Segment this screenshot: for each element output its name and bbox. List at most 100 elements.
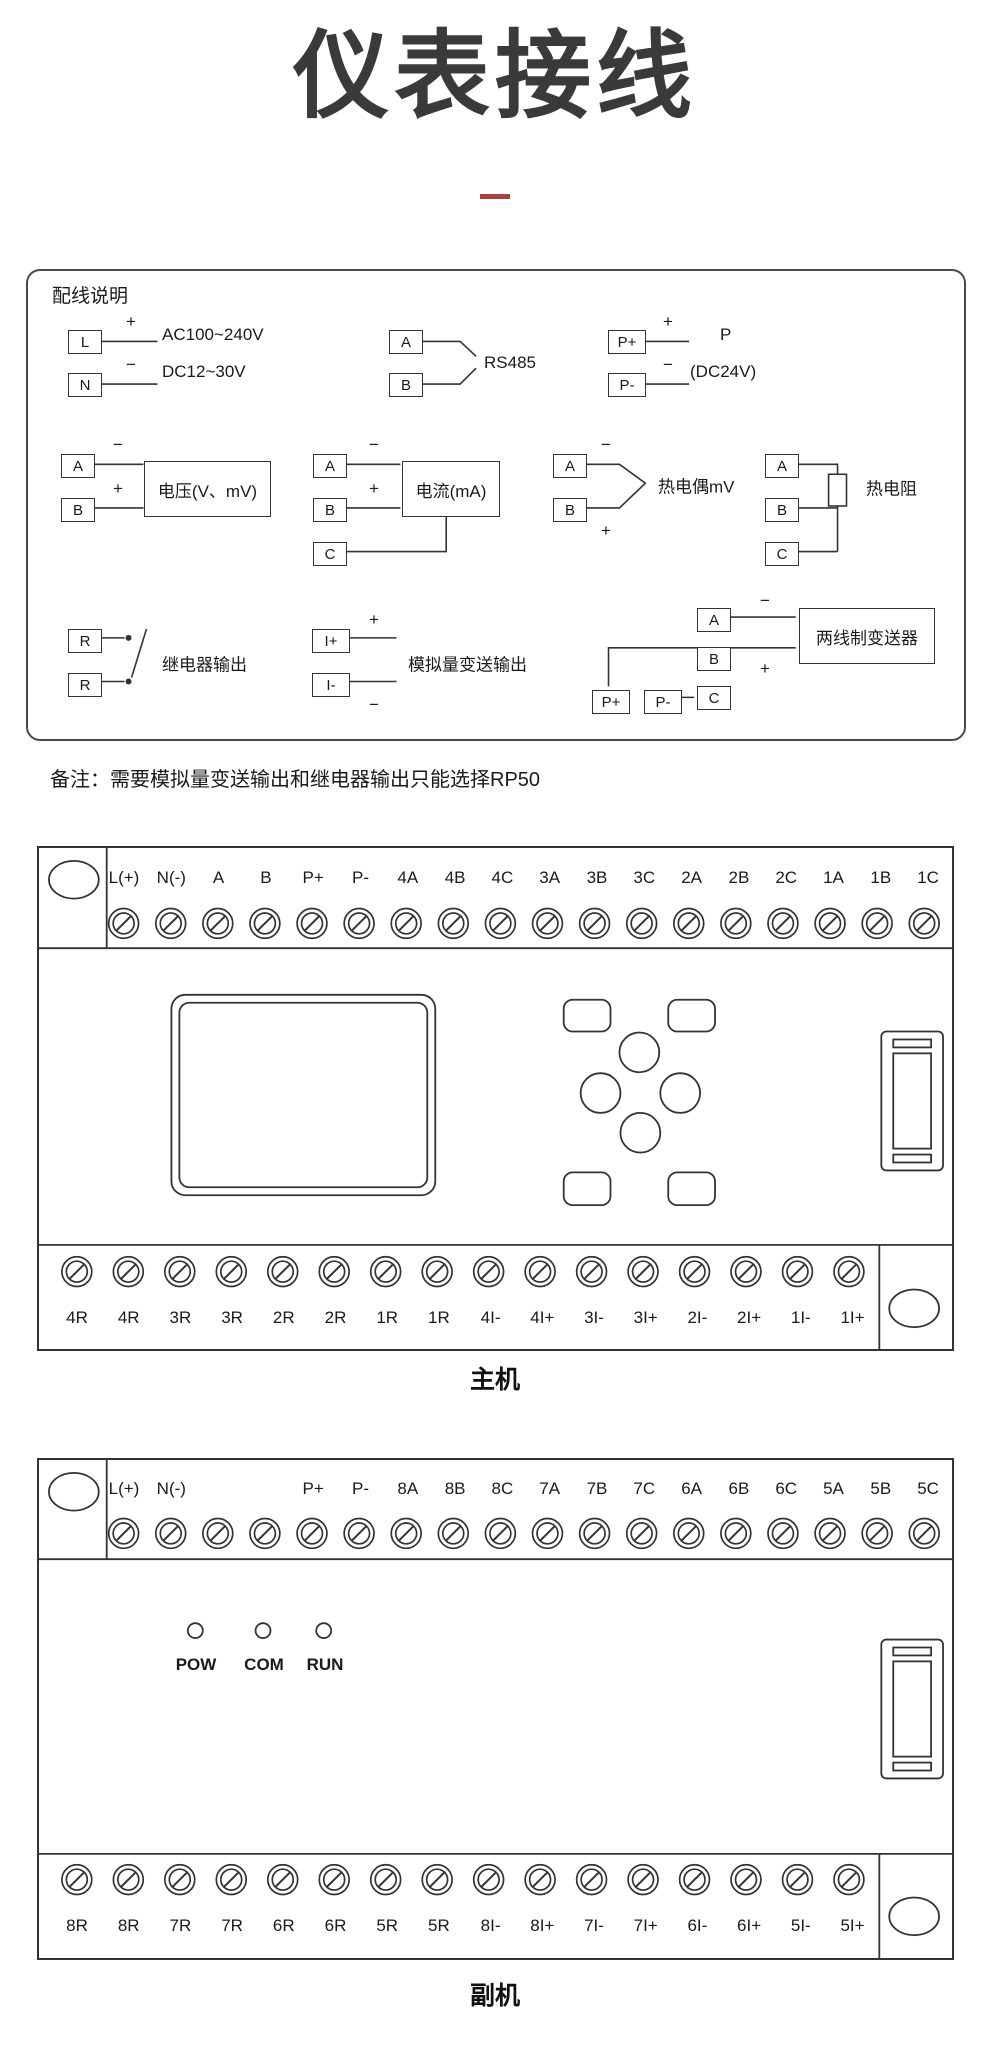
terminal-label: POW	[175, 1655, 217, 1674]
analog-output-label: 模拟量变送输出	[408, 655, 527, 675]
relay-output-label: 继电器输出	[162, 655, 247, 675]
terminal-label: P+	[302, 1479, 324, 1498]
terminal-label: 8C	[491, 1479, 514, 1498]
terminal-label: 2B	[728, 868, 750, 887]
terminal-label: 5C	[917, 1479, 939, 1498]
terminal-label: 1I+	[840, 1308, 865, 1327]
terminal-label: N(-)	[156, 1479, 186, 1498]
led-pow	[186, 1622, 204, 1639]
key-button	[667, 998, 716, 1033]
terminal-label: P-	[352, 1479, 369, 1498]
terminal-relay-r2: R	[68, 673, 102, 697]
terminal-psu-pplus: P+	[608, 330, 646, 354]
polarity-plus: +	[663, 312, 673, 331]
terminal-label: P-	[352, 868, 369, 887]
legend-title: 配线说明	[52, 286, 129, 307]
key-right	[659, 1072, 701, 1114]
terminal-ao-iminus: I-	[312, 673, 350, 697]
terminal-label: A	[212, 868, 225, 887]
terminal-label: 6R	[324, 1916, 347, 1935]
key-down	[619, 1111, 662, 1154]
terminal-label: 5B	[870, 1479, 892, 1498]
terminal-label: 7R	[169, 1916, 192, 1935]
terminal-label: 8A	[397, 1479, 419, 1498]
terminal-label: 5A	[823, 1479, 844, 1498]
polarity-plus: +	[760, 659, 770, 678]
terminal-psu-pminus: P-	[608, 373, 646, 397]
terminal-label: 2C	[775, 868, 798, 887]
display-screen	[178, 1001, 429, 1189]
polarity-minus: −	[760, 591, 770, 610]
mounting-hole	[48, 860, 100, 900]
key-up	[618, 1031, 661, 1074]
key-button	[562, 1171, 612, 1207]
wiring-lines	[94, 340, 848, 699]
terminal-label: 2I+	[737, 1308, 762, 1327]
terminal-screws-bottom	[61, 1255, 865, 1288]
terminal-label: 6R	[272, 1916, 295, 1935]
thermocouple-label: 热电偶mV	[658, 477, 735, 497]
polarity-plus: +	[113, 479, 123, 498]
mounting-hole	[888, 1896, 940, 1937]
terminal-label: 2A	[681, 868, 702, 887]
side-connector	[880, 1638, 944, 1780]
page-title: 仪表接线	[293, 23, 697, 130]
terminal-power-l: L	[68, 330, 102, 354]
side-connector	[880, 1030, 944, 1172]
note-text: 备注：需要模拟量变送输出和继电器输出只能选择RP50	[50, 769, 541, 791]
terminal-label: 6C	[775, 1479, 798, 1498]
terminal-relay-r1: R	[68, 629, 102, 653]
terminal-label: 4I-	[480, 1308, 501, 1327]
terminal-current-b: B	[313, 498, 347, 522]
terminal-label: 1I-	[790, 1308, 811, 1327]
polarity-plus: +	[369, 610, 379, 629]
terminal-rtd-a: A	[765, 454, 799, 478]
polarity-plus: +	[126, 312, 136, 331]
terminal-label: L(+)	[108, 1479, 140, 1498]
mounting-hole	[48, 1472, 100, 1512]
terminal-label: 7R	[221, 1916, 243, 1935]
led-run	[315, 1622, 333, 1639]
terminal-tx-c: C	[697, 686, 731, 710]
terminal-rs485-b: B	[389, 373, 423, 397]
terminal-rs485-a: A	[389, 330, 423, 354]
mounting-hole	[888, 1288, 940, 1329]
terminal-label: 7I+	[633, 1916, 658, 1935]
terminal-label: 7C	[633, 1479, 656, 1498]
terminal-label: 8R	[117, 1916, 140, 1935]
terminal-tx-pplus: P+	[592, 690, 630, 714]
terminal-label: 3R	[169, 1308, 192, 1327]
terminal-label: 1R	[376, 1308, 399, 1327]
terminal-screws-top	[107, 1517, 941, 1550]
resistor-symbol	[827, 473, 848, 507]
rs485-label: RS485	[484, 353, 536, 372]
terminal-label: 3I+	[633, 1308, 658, 1327]
terminal-tx-a: A	[697, 608, 731, 632]
terminal-label: 4R	[117, 1308, 140, 1327]
terminal-label: 7A	[539, 1479, 561, 1498]
terminal-screws-top	[107, 907, 941, 940]
terminal-label: 5I+	[840, 1916, 865, 1935]
terminal-label: 4C	[491, 868, 514, 887]
terminal-label: 2R	[272, 1308, 295, 1327]
terminal-rtd-c: C	[765, 542, 799, 566]
terminal-label: 5R	[376, 1916, 399, 1935]
current-input-box: 电流(mA)	[402, 461, 500, 517]
polarity-minus: −	[369, 695, 379, 714]
terminal-label: 8I+	[530, 1916, 555, 1935]
terminal-rtd-b: B	[765, 498, 799, 522]
psu-label: P	[720, 325, 732, 344]
terminal-label: 3R	[221, 1308, 243, 1327]
power-spec-1: AC100~240V	[162, 325, 264, 344]
terminal-label: 3I-	[584, 1308, 604, 1327]
transmitter-box: 两线制变送器	[799, 608, 935, 664]
terminal-label: 8R	[66, 1916, 88, 1935]
sub-unit-diagram	[39, 1460, 952, 1958]
terminal-tc-a: A	[553, 454, 587, 478]
wiring-legend-box: 配线说明 L N + − AC100~240V DC12~30V A B RS4…	[26, 269, 966, 741]
terminal-label: 1C	[917, 868, 939, 887]
polarity-plus: +	[369, 479, 379, 498]
terminal-current-a: A	[313, 454, 347, 478]
